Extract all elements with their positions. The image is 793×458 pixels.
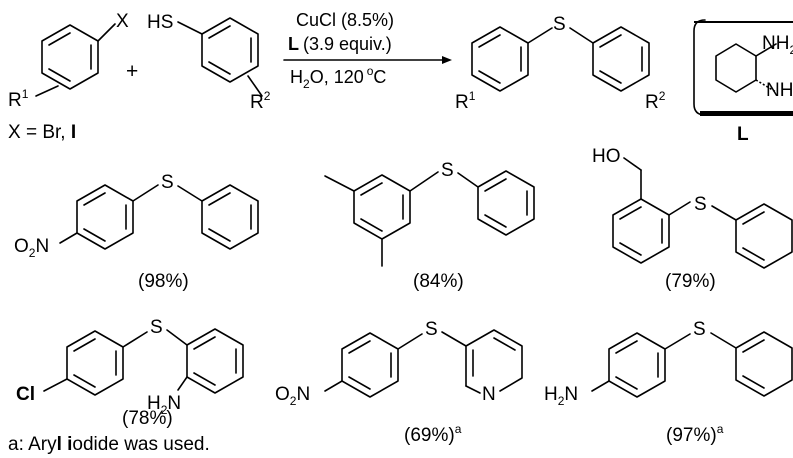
- example-chlorophenyl-aminophenyl-sulfide: Cl S H2N (78%): [16, 317, 244, 429]
- example-phenylthio-benzyl-alcohol: HO S (79%): [592, 146, 793, 292]
- example-dimethylphenyl-phenyl-sulfide: S (84%): [324, 160, 535, 292]
- ligand-box: NH2 NH2 L: [693, 19, 793, 145]
- ex5-sulfur: S: [425, 319, 438, 340]
- thiol-label: HS: [147, 12, 173, 33]
- ligand-amine-bottom: NH2: [766, 80, 793, 104]
- diaryl-sulfide-product: S R1 R2: [455, 14, 666, 113]
- product-sulfur-label: S: [553, 14, 566, 35]
- ex1-sulfur: S: [161, 172, 174, 193]
- ex5-nitro: O2N: [275, 384, 310, 408]
- ex6-sulfur: S: [693, 319, 706, 340]
- ex4-amino: H2N: [147, 393, 181, 417]
- example-nitrophenyl-pyridyl-sulfide: O2N S N (69%)a: [275, 319, 523, 446]
- example-aminophenyl-phenyl-sulfide: H2N S (97%)a: [544, 319, 793, 446]
- ex4-sulfur: S: [150, 317, 163, 338]
- ex6-yield: (97%)a: [666, 422, 724, 446]
- ex3-yield: (79%): [665, 271, 716, 292]
- plus-sign: +: [126, 60, 138, 83]
- halide-label: X: [116, 11, 129, 32]
- ligand-box-label: L: [737, 124, 749, 145]
- ex4-yield: (78%): [122, 408, 173, 429]
- ex5-pyridine-nitrogen: N: [482, 384, 496, 405]
- ligand-text: L(3.9 equiv.): [288, 34, 392, 54]
- ex6-amino: H2N: [544, 384, 578, 408]
- ligand-amine-top: NH2: [762, 33, 793, 57]
- ex2-sulfur: S: [441, 160, 454, 181]
- ex4-chloro: Cl: [16, 384, 35, 405]
- ex1-yield: (98%): [138, 271, 189, 292]
- aryl-halide: X R1: [8, 11, 129, 111]
- aryl-thiol: HS R2: [147, 12, 271, 113]
- catalyst-text: CuCl (8.5%): [296, 10, 394, 30]
- ex1-nitro: O2N: [14, 236, 49, 260]
- ex5-yield: (69%)a: [404, 422, 462, 446]
- product-r2-label: R2: [645, 89, 666, 113]
- r2-label: R2: [250, 89, 271, 113]
- ex3-sulfur: S: [694, 194, 707, 215]
- x-definition: X = Br, I: [8, 122, 76, 143]
- footnote: a: Aryl iodide was used.: [8, 434, 210, 455]
- example-nitrophenyl-phenyl-sulfide: S O2N (98%): [14, 172, 259, 292]
- product-r1-label: R1: [455, 89, 476, 113]
- arrowhead-icon: [442, 56, 452, 64]
- r1-label: R1: [8, 87, 29, 111]
- ex2-yield: (84%): [413, 271, 464, 292]
- ex3-hydroxyl: HO: [592, 146, 621, 167]
